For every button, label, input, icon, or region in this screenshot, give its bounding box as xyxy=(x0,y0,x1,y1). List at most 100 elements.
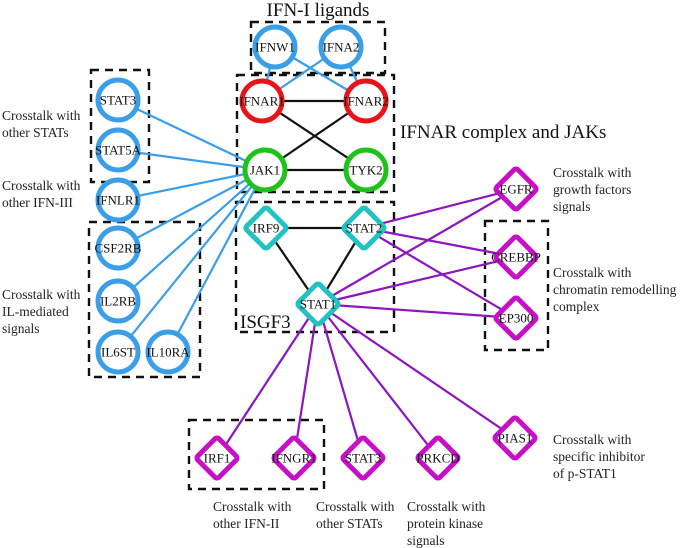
node-ifngr1[interactable]: IFNGR1 xyxy=(271,435,317,481)
node-irf9[interactable]: IRF9 xyxy=(243,205,289,251)
edge-stat1-crebbp xyxy=(317,255,517,306)
node-label: EP300 xyxy=(499,311,534,326)
svg-text:other STATs: other STATs xyxy=(2,125,69,140)
node-jak1[interactable]: JAK1 xyxy=(242,147,288,193)
node-egfr[interactable]: EGFR xyxy=(493,166,539,212)
node-diamond-shape xyxy=(271,435,317,481)
node-circle-shape xyxy=(242,147,288,193)
edge-jak1-stat3_l xyxy=(117,99,266,171)
node-label: STAT5A xyxy=(95,143,142,158)
svg-text:other STATs: other STATs xyxy=(316,516,383,531)
node-ifnw1[interactable]: IFNW1 xyxy=(252,24,298,70)
node-circle-shape xyxy=(95,329,141,375)
svg-text:other IFN-II: other IFN-II xyxy=(213,516,280,531)
svg-text:IL-mediated: IL-mediated xyxy=(2,304,69,319)
node-tyk2[interactable]: TYK2 xyxy=(343,147,389,193)
node-label: IRF9 xyxy=(253,221,280,236)
node-il2rb[interactable]: IL2RB xyxy=(95,278,141,324)
annotation-il-mediated: Crosstalk with IL-mediated signals xyxy=(2,287,81,336)
edge-stat1-ifngr1 xyxy=(292,303,320,459)
node-ifnar1[interactable]: IFNAR1 xyxy=(239,78,285,124)
node-label: JAK1 xyxy=(250,163,280,178)
node-diamond-shape xyxy=(493,166,539,212)
svg-text:chromatin remodelling: chromatin remodelling xyxy=(553,282,677,297)
node-circle-shape xyxy=(145,329,191,375)
svg-text:Crosstalk with: Crosstalk with xyxy=(213,499,292,514)
node-stat5a[interactable]: STAT5A xyxy=(95,127,142,173)
node-diamond-shape xyxy=(493,295,539,341)
node-crebbp[interactable]: CREBBP xyxy=(491,234,541,280)
edge-stat2-crebbp xyxy=(363,226,517,259)
node-label: IFNGR1 xyxy=(271,451,317,466)
node-irf1[interactable]: IRF1 xyxy=(194,435,240,481)
node-label: CSF2RB xyxy=(95,241,142,256)
annotation-other-stats-bottom: Crosstalk with other STATs xyxy=(316,499,395,531)
node-ep300[interactable]: EP300 xyxy=(493,295,539,341)
edge-jak1-csf2rb xyxy=(117,169,266,249)
node-il6st[interactable]: IL6ST xyxy=(95,329,141,375)
node-diamond-shape xyxy=(243,205,289,251)
node-csf2rb[interactable]: CSF2RB xyxy=(95,225,142,271)
svg-text:signals: signals xyxy=(553,199,591,214)
group-title-ifnar-complex: IFNAR complex and JAKs xyxy=(400,122,606,143)
edge-jak1-stat5a xyxy=(117,148,266,172)
node-label: PIAS1 xyxy=(498,431,533,446)
node-circle-shape xyxy=(95,127,141,173)
node-pias1[interactable]: PIAS1 xyxy=(492,415,538,461)
node-circle-shape xyxy=(95,77,141,123)
node-diamond-shape xyxy=(341,205,387,251)
node-prkcd[interactable]: PRKCD xyxy=(415,435,461,481)
svg-text:of p-STAT1: of p-STAT1 xyxy=(553,466,617,481)
node-diamond-shape xyxy=(492,415,538,461)
group-boxes xyxy=(87,20,550,491)
node-label: STAT3 xyxy=(345,451,382,466)
svg-text:Crosstalk with: Crosstalk with xyxy=(553,165,632,180)
node-circle-shape xyxy=(95,177,141,223)
annotation-pias: Crosstalk with specific inhibitor of p-S… xyxy=(553,432,645,481)
edge-stat1-pias1 xyxy=(317,303,516,439)
node-label: CREBBP xyxy=(491,250,541,265)
edge-stat1-prkcd xyxy=(317,303,439,459)
node-label: STAT3 xyxy=(100,93,137,108)
svg-text:Crosstalk with: Crosstalk with xyxy=(2,178,81,193)
edge-jak1-il10ra xyxy=(167,169,266,353)
node-ifnar2[interactable]: IFNAR2 xyxy=(343,78,389,124)
node-label: IFNW1 xyxy=(255,40,295,55)
node-diamond-shape xyxy=(493,234,539,280)
svg-text:Crosstalk with: Crosstalk with xyxy=(316,499,395,514)
node-label: IFNAR1 xyxy=(239,94,285,109)
annotation-chromatin: Crosstalk with chromatin remodelling com… xyxy=(553,265,677,314)
node-ifna2[interactable]: IFNA2 xyxy=(318,24,364,70)
isgf3-box xyxy=(234,200,396,334)
node-stat3-b[interactable]: STAT3 xyxy=(340,435,386,481)
edge-jak1-il2rb xyxy=(117,169,266,302)
svg-text:signals: signals xyxy=(407,533,445,548)
node-circle-shape xyxy=(318,24,364,70)
svg-text:Crosstalk with: Crosstalk with xyxy=(2,287,81,302)
svg-text:specific inhibitor: specific inhibitor xyxy=(553,449,645,464)
edge-stat2-egfr xyxy=(363,187,517,230)
svg-text:protein kinase: protein kinase xyxy=(407,516,483,531)
node-label: STAT2 xyxy=(346,221,383,236)
svg-text:Crosstalk with: Crosstalk with xyxy=(553,265,632,280)
svg-text:signals: signals xyxy=(2,321,40,336)
node-label: EGFR xyxy=(499,182,533,197)
node-ifnlr1[interactable]: IFNLR1 xyxy=(95,177,141,223)
node-il10ra[interactable]: IL10RA xyxy=(145,329,191,375)
edge-stat2-ep300 xyxy=(363,227,517,319)
node-diamond-shape xyxy=(295,281,341,327)
annotation-other-ifn-iii: Crosstalk with other IFN-III xyxy=(2,178,81,210)
svg-text:complex: complex xyxy=(553,299,600,314)
annotation-other-stats-left: Crosstalk with other STATs xyxy=(2,108,81,140)
node-circle-shape xyxy=(239,78,285,124)
node-stat2[interactable]: STAT2 xyxy=(341,205,387,251)
node-stat3-l[interactable]: STAT3 xyxy=(95,77,141,123)
node-stat1[interactable]: STAT1 xyxy=(295,281,341,327)
annotation-growth-factors: Crosstalk with growth factors signals xyxy=(553,165,632,214)
svg-text:Crosstalk with: Crosstalk with xyxy=(553,432,632,447)
edge-jak1-ifnlr1 xyxy=(117,168,266,202)
node-label: IFNA2 xyxy=(323,40,360,55)
il-mediated-box xyxy=(87,220,202,379)
